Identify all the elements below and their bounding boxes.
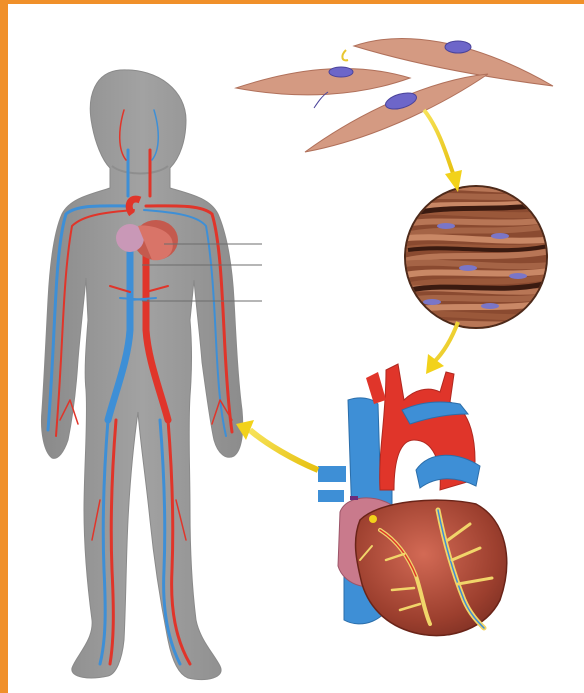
muscle-fiber (400, 194, 556, 200)
muscle-fiber (400, 270, 556, 276)
muscle-fiber (400, 314, 556, 317)
muscle-tissue-icon (400, 180, 560, 340)
muscle-fiber (400, 237, 556, 240)
heart-icon (318, 364, 507, 636)
muscle-fiber (400, 219, 556, 225)
arrow-tissue-to-heart (426, 322, 458, 374)
smooth-muscle-cells-icon (236, 39, 553, 152)
arrow-cells-to-tissue (424, 110, 462, 192)
arrow-heart-to-body (236, 420, 318, 470)
muscle-cell (236, 67, 410, 95)
human-body-icon (41, 70, 242, 680)
muscle-fiber (400, 263, 556, 266)
muscle-fiber (400, 321, 556, 327)
